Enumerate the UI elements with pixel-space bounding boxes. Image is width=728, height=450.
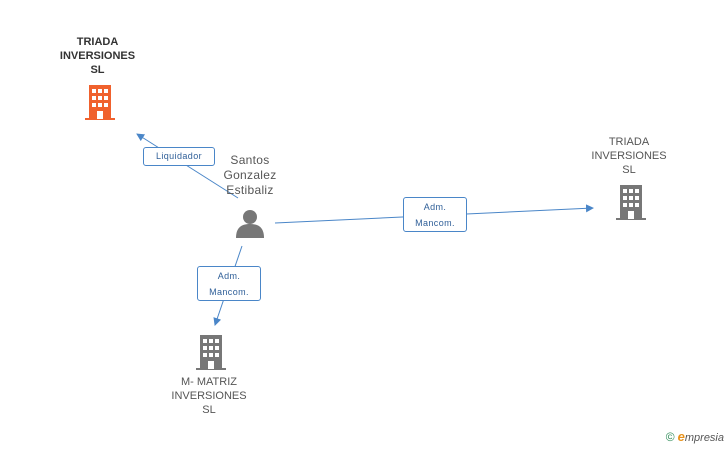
label-line: SL — [622, 164, 636, 176]
label-line: SL — [90, 64, 105, 76]
edge-label-text: Mancom. — [415, 218, 455, 228]
label-line: M- MATRIZ — [180, 376, 237, 388]
node-label-person[interactable]: Santos Gonzalez Estibaliz — [205, 153, 295, 198]
brand-name: mpresia — [684, 432, 724, 444]
edge-label-text: Mancom. — [209, 287, 249, 297]
label-line: INVERSIONES — [59, 50, 136, 62]
label-line: INVERSIONES — [171, 390, 247, 402]
edge-label-text: Adm. — [217, 271, 241, 281]
label-line: Gonzalez — [223, 168, 277, 182]
label-line: SL — [202, 404, 216, 416]
label-line: Santos — [230, 153, 270, 167]
edge-line-liquidador — [136, 133, 239, 199]
label-line: INVERSIONES — [591, 150, 667, 162]
node-label-triada-main[interactable]: TRIADA INVERSIONES SL — [40, 35, 155, 77]
building-icon[interactable] — [84, 84, 116, 120]
copyright-symbol: © — [665, 430, 675, 444]
building-icon[interactable] — [195, 334, 227, 370]
label-line: TRIADA — [608, 136, 650, 148]
brand-e: e — [677, 429, 685, 444]
edge-label-liquidador[interactable]: Liquidador — [143, 147, 215, 166]
person-icon[interactable] — [235, 208, 265, 238]
edge-label-text: Adm. — [423, 202, 447, 212]
label-line: TRIADA — [76, 36, 119, 48]
node-label-triada-right[interactable]: TRIADA INVERSIONES SL — [580, 135, 678, 177]
building-icon[interactable] — [615, 184, 647, 220]
node-label-matriz[interactable]: M- MATRIZ INVERSIONES SL — [160, 375, 258, 417]
edge-label-text: Liquidador — [155, 151, 203, 161]
label-line: Estibaliz — [226, 183, 274, 197]
empresia-logo[interactable]: © empresia — [666, 429, 724, 444]
edge-label-adm-right[interactable]: Adm. Mancom. — [403, 197, 467, 232]
edge-label-adm-down[interactable]: Adm. Mancom. — [197, 266, 261, 301]
